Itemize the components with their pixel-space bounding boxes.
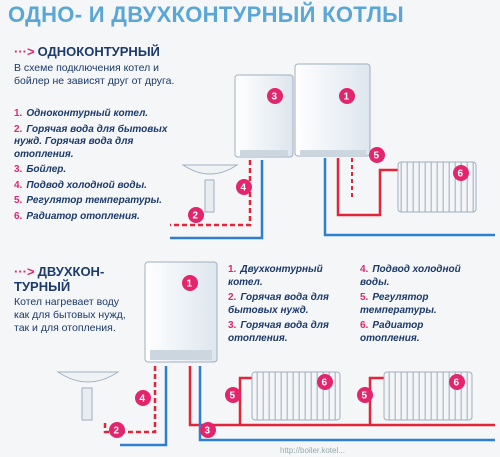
svg-text:2: 2 (114, 426, 120, 437)
badge-5: 5 (357, 387, 373, 403)
legend-item: 6.Радиатор отопления. (360, 320, 424, 344)
legend-item: 4.Подвод холодной воды. (14, 179, 147, 191)
page-title: ОДНО- И ДВУХКОНТУРНЫЙ КОТЛЫ (8, 2, 405, 27)
sink (56, 371, 120, 383)
badge-3: 3 (200, 422, 216, 438)
water-heater (234, 74, 294, 158)
svg-text:6: 6 (454, 378, 460, 389)
single-circuit-legend: 1.Одноконтурный котел. 2.Горячая вода дл… (14, 108, 192, 226)
arrow-icon: ···> (14, 264, 35, 279)
badge-1: 1 (339, 88, 355, 104)
sink (181, 164, 239, 175)
legend-item: 3.Горячая вода для отопления. (228, 320, 329, 344)
svg-text:6: 6 (322, 378, 328, 389)
badge-6: 6 (453, 165, 469, 181)
badge-4: 4 (236, 179, 252, 195)
badge-2: 2 (188, 207, 204, 223)
legend-item: 1.Одноконтурный котел. (14, 108, 149, 119)
heating-supply-pipe (188, 366, 495, 427)
badge-5: 5 (225, 387, 241, 403)
badge-1: 1 (182, 275, 198, 291)
legend-item: 6.Радиатор отопления. (14, 210, 140, 222)
heating-supply-pipe (336, 158, 398, 217)
source-watermark: http://boiler.kotel... (280, 446, 345, 455)
svg-text:1: 1 (344, 92, 350, 103)
legend-item: 5.Регулятор температуры. (14, 195, 162, 206)
legend-item: 1.Двухконтурный котел. (228, 264, 323, 288)
cold-water-pipe (120, 366, 168, 447)
badge-6: 6 (449, 374, 465, 390)
single-circuit-description: В схеме подключения котел и бойлер не за… (14, 62, 175, 87)
legend-item: 2.Горячая вода для бытовых нужд. Горячая… (14, 123, 168, 160)
badge-6: 6 (317, 374, 333, 390)
badge-3: 3 (267, 88, 283, 104)
single-circuit-boiler (294, 63, 371, 157)
heating-return-pipe (198, 366, 495, 442)
single-heading-text: ОДНОКОНТУРНЫЙ (37, 44, 160, 59)
arrow-icon: ···> (14, 44, 35, 59)
double-circuit-heading: ···>ДВУХКОН- ТУРНЫЙ (14, 264, 105, 294)
legend-item: 3.Бойлер. (14, 164, 67, 175)
legend-item: 5.Регулятор температуры. (360, 292, 437, 316)
badge-2: 2 (109, 422, 125, 438)
legend-item: 2.Горячая вода для бытовых нужд. (228, 292, 329, 316)
double-circuit-legend-right: 4.Подвод холодной воды. 5.Регулятор темп… (360, 264, 480, 348)
cold-water-pipe (170, 160, 264, 240)
svg-text:5: 5 (362, 391, 368, 402)
hot-water-pipe (103, 366, 157, 434)
svg-text:5: 5 (374, 151, 380, 162)
heating-return-pipe (323, 158, 495, 237)
svg-text:3: 3 (205, 426, 211, 437)
double-circuit-description: Котел нагревает воду как для бытовых нуж… (14, 296, 126, 334)
svg-text:4: 4 (140, 394, 146, 405)
svg-text:1: 1 (187, 279, 193, 290)
double-circuit-legend-left: 1.Двухконтурный котел. 2.Горячая вода дл… (228, 264, 348, 348)
badge-4: 4 (135, 390, 151, 406)
badge-5: 5 (369, 147, 385, 163)
single-circuit-heading: ···>ОДНОКОНТУРНЫЙ (14, 44, 160, 59)
single-circuit-scheme: 1 3 4 2 5 6 (170, 63, 495, 240)
hot-water-pipe (170, 160, 252, 227)
double-circuit-boiler (144, 261, 218, 363)
svg-text:2: 2 (193, 211, 199, 222)
svg-text:4: 4 (241, 183, 247, 194)
svg-text:5: 5 (230, 391, 236, 402)
svg-text:3: 3 (272, 92, 278, 103)
double-circuit-scheme: 1 4 2 3 5 5 6 6 (56, 261, 495, 447)
legend-item: 4.Подвод холодной воды. (360, 264, 461, 288)
svg-text:6: 6 (458, 169, 464, 180)
